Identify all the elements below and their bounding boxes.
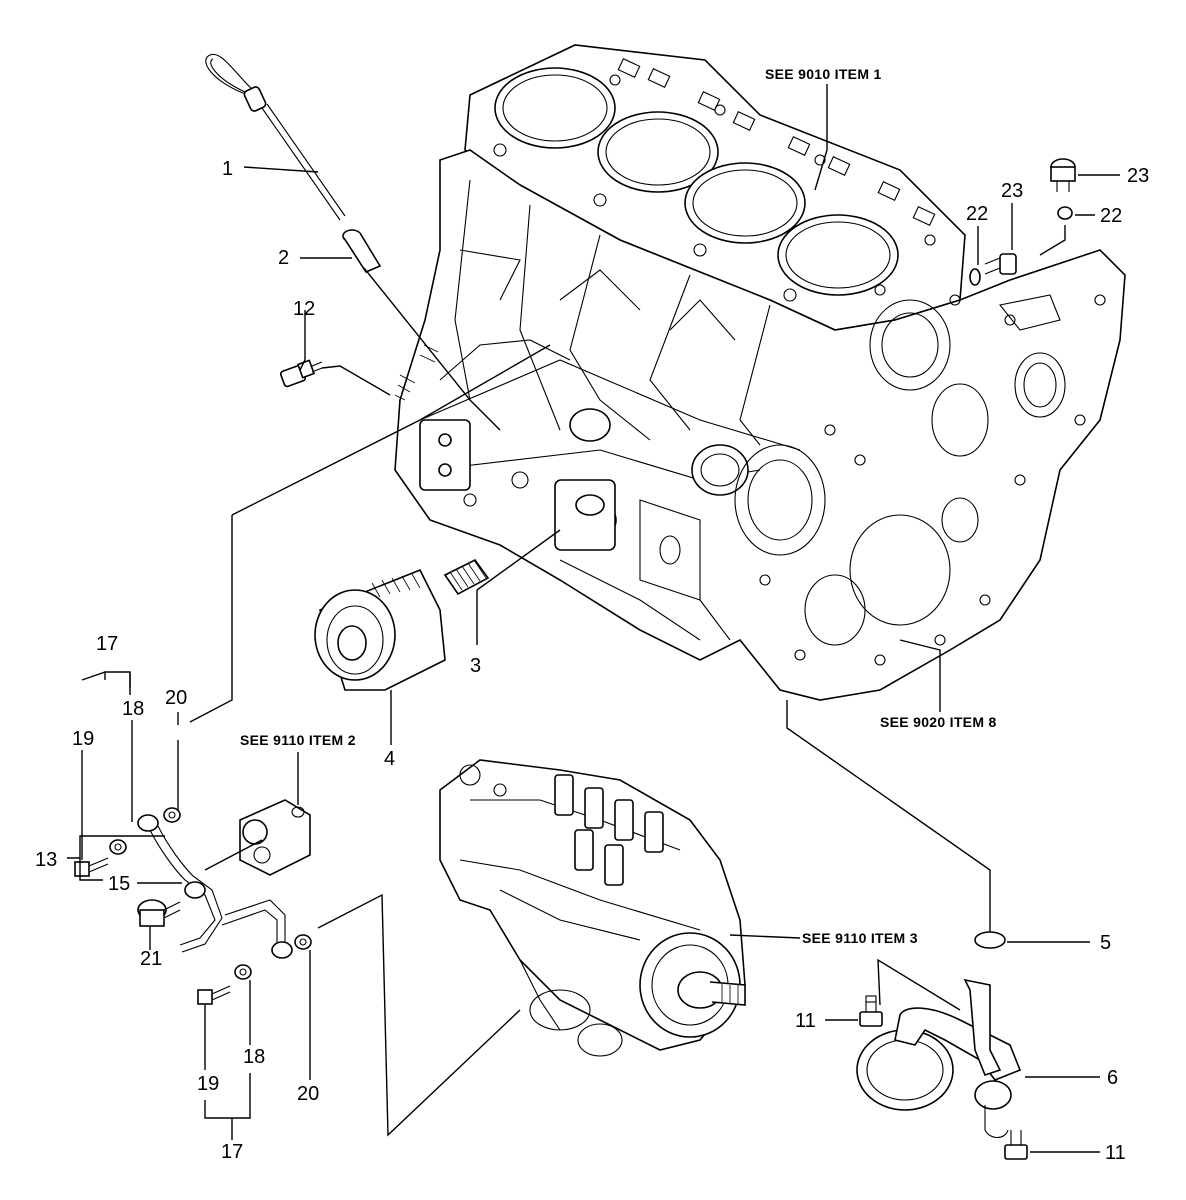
- callout-13: 13: [35, 849, 57, 871]
- injection-pump: [439, 759, 746, 1057]
- callout-20-top: 20: [165, 687, 187, 709]
- callout-15: 15: [108, 873, 130, 895]
- dipstick-guide: [342, 229, 382, 274]
- banjo-bolt-upper: [74, 857, 109, 877]
- ref-see-9020-item-8: SEE 9020 ITEM 8: [880, 714, 997, 730]
- banjo-bolt-lower: [197, 985, 231, 1005]
- callout-19-top: 19: [72, 728, 94, 750]
- callout-17-bottom: 17: [221, 1141, 243, 1163]
- oil-strainer: [856, 978, 1022, 1139]
- callout-19-bottom: 19: [197, 1073, 219, 1095]
- callout-5: 5: [1100, 932, 1111, 954]
- reference-notes: SEE 9010 ITEM 1 SEE 9020 ITEM 8 SEE 9110…: [240, 66, 997, 946]
- crankshaft-oil-seal: [691, 444, 749, 496]
- leader-lines: [67, 84, 1120, 1153]
- callout-6: 6: [1107, 1067, 1118, 1089]
- oil-pipe-assembly: [74, 807, 312, 1005]
- callout-11-lower: 11: [1105, 1142, 1126, 1164]
- callout-21: 21: [140, 948, 162, 970]
- callout-17-top: 17: [96, 633, 118, 655]
- callout-labels: 1 2 12 3 4 17 18 19 20 13 15 21 19 18 20…: [35, 158, 1149, 1164]
- dipstick: [205, 53, 346, 221]
- oil-pressure-switch: [279, 359, 323, 388]
- callout-1: 1: [222, 158, 233, 180]
- o-ring: [974, 931, 1006, 949]
- callout-18-top: 18: [122, 698, 144, 720]
- filter-stud: [443, 558, 490, 596]
- callout-3: 3: [470, 655, 481, 677]
- bracket-bolt-upper: [1050, 158, 1076, 192]
- bracket-bolt-side: [984, 253, 1017, 275]
- cylinder-block: [394, 44, 1126, 701]
- plug-bolt: [137, 899, 181, 927]
- washer-side: [969, 268, 981, 286]
- callout-4: 4: [384, 748, 395, 770]
- callout-18-bottom: 18: [243, 1046, 265, 1068]
- ref-see-9110-item-2: SEE 9110 ITEM 2: [240, 732, 356, 748]
- ref-see-9010-item-1: SEE 9010 ITEM 1: [765, 66, 882, 82]
- strainer-bolt-lower: [1004, 1130, 1028, 1160]
- callout-20-bottom: 20: [297, 1083, 319, 1105]
- pump-adapter: [239, 799, 311, 876]
- callout-22-left: 22: [966, 203, 988, 225]
- callout-23-left: 23: [1001, 180, 1023, 202]
- oil-filter: [314, 568, 446, 691]
- callout-12: 12: [293, 298, 315, 320]
- strainer-bolt-upper: [859, 995, 883, 1027]
- washer-upper: [1057, 206, 1073, 220]
- callout-11-upper: 11: [795, 1010, 816, 1032]
- callout-23-right: 23: [1127, 165, 1149, 187]
- callout-22-right: 22: [1100, 205, 1122, 227]
- ref-see-9110-item-3: SEE 9110 ITEM 3: [802, 930, 918, 946]
- callout-2: 2: [278, 247, 289, 269]
